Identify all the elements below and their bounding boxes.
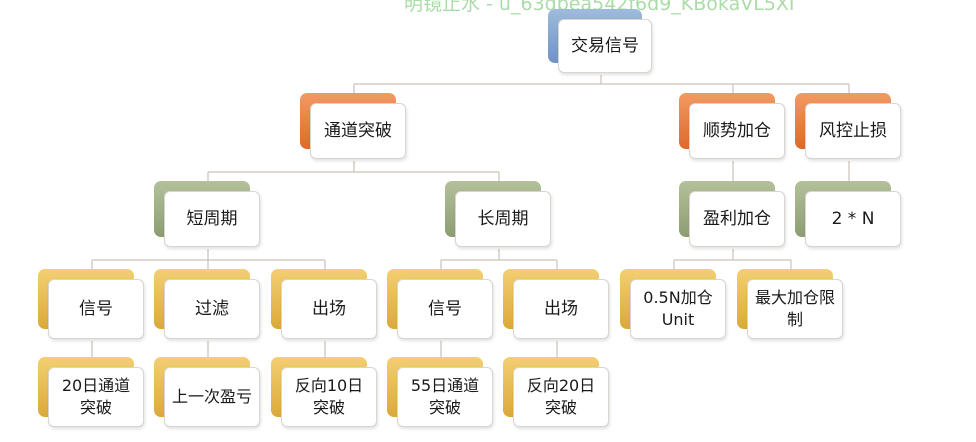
node-label: 短周期	[164, 191, 260, 247]
node-label: 风控止损	[805, 103, 901, 159]
node-stop-2n: 2 * N	[795, 181, 903, 249]
node-risk-stop-loss: 风控止损	[795, 93, 903, 161]
node-label: 0.5N加仓 Unit	[630, 279, 726, 339]
node-label: 信号	[48, 279, 144, 339]
watermark: 明镜止水 - u_63dbea542f6d9_KBokaVL5XI	[404, 0, 795, 15]
node-long-signal: 信号	[387, 269, 495, 341]
node-label: 出场	[513, 279, 609, 339]
node-max-add-limit: 最大加仓限制	[737, 269, 845, 341]
node-short-filter: 过滤	[154, 269, 262, 341]
node-reverse-20day: 反向20日突破	[503, 357, 611, 429]
node-label: 反向10日突破	[281, 367, 377, 427]
node-reverse-10day: 反向10日突破	[271, 357, 379, 429]
node-label: 过滤	[164, 279, 260, 339]
node-label: 55日通道突破	[397, 367, 493, 427]
node-long-exit: 出场	[503, 269, 611, 341]
node-label: 交易信号	[558, 19, 652, 73]
node-profit-pyramiding: 盈利加仓	[679, 181, 787, 249]
node-label: 2 * N	[805, 191, 901, 247]
node-label: 顺势加仓	[689, 103, 785, 159]
node-label: 出场	[281, 279, 377, 339]
node-long-period: 长周期	[445, 181, 553, 249]
node-label: 信号	[397, 279, 493, 339]
node-half-n-unit: 0.5N加仓 Unit	[620, 269, 728, 341]
node-last-pnl: 上一次盈亏	[154, 357, 262, 429]
node-label: 盈利加仓	[689, 191, 785, 247]
node-short-exit: 出场	[271, 269, 379, 341]
node-label: 最大加仓限制	[747, 279, 843, 339]
node-short-period: 短周期	[154, 181, 262, 249]
node-label: 通道突破	[310, 103, 406, 159]
node-55day-breakout: 55日通道突破	[387, 357, 495, 429]
node-20day-breakout: 20日通道突破	[38, 357, 146, 429]
node-label: 长周期	[455, 191, 551, 247]
node-trend-pyramiding: 顺势加仓	[679, 93, 787, 161]
node-channel-breakout: 通道突破	[300, 93, 408, 161]
node-root-trading-signal: 交易信号	[548, 9, 654, 75]
node-label: 上一次盈亏	[164, 367, 260, 427]
node-short-signal: 信号	[38, 269, 146, 341]
node-label: 反向20日突破	[513, 367, 609, 427]
node-label: 20日通道突破	[48, 367, 144, 427]
